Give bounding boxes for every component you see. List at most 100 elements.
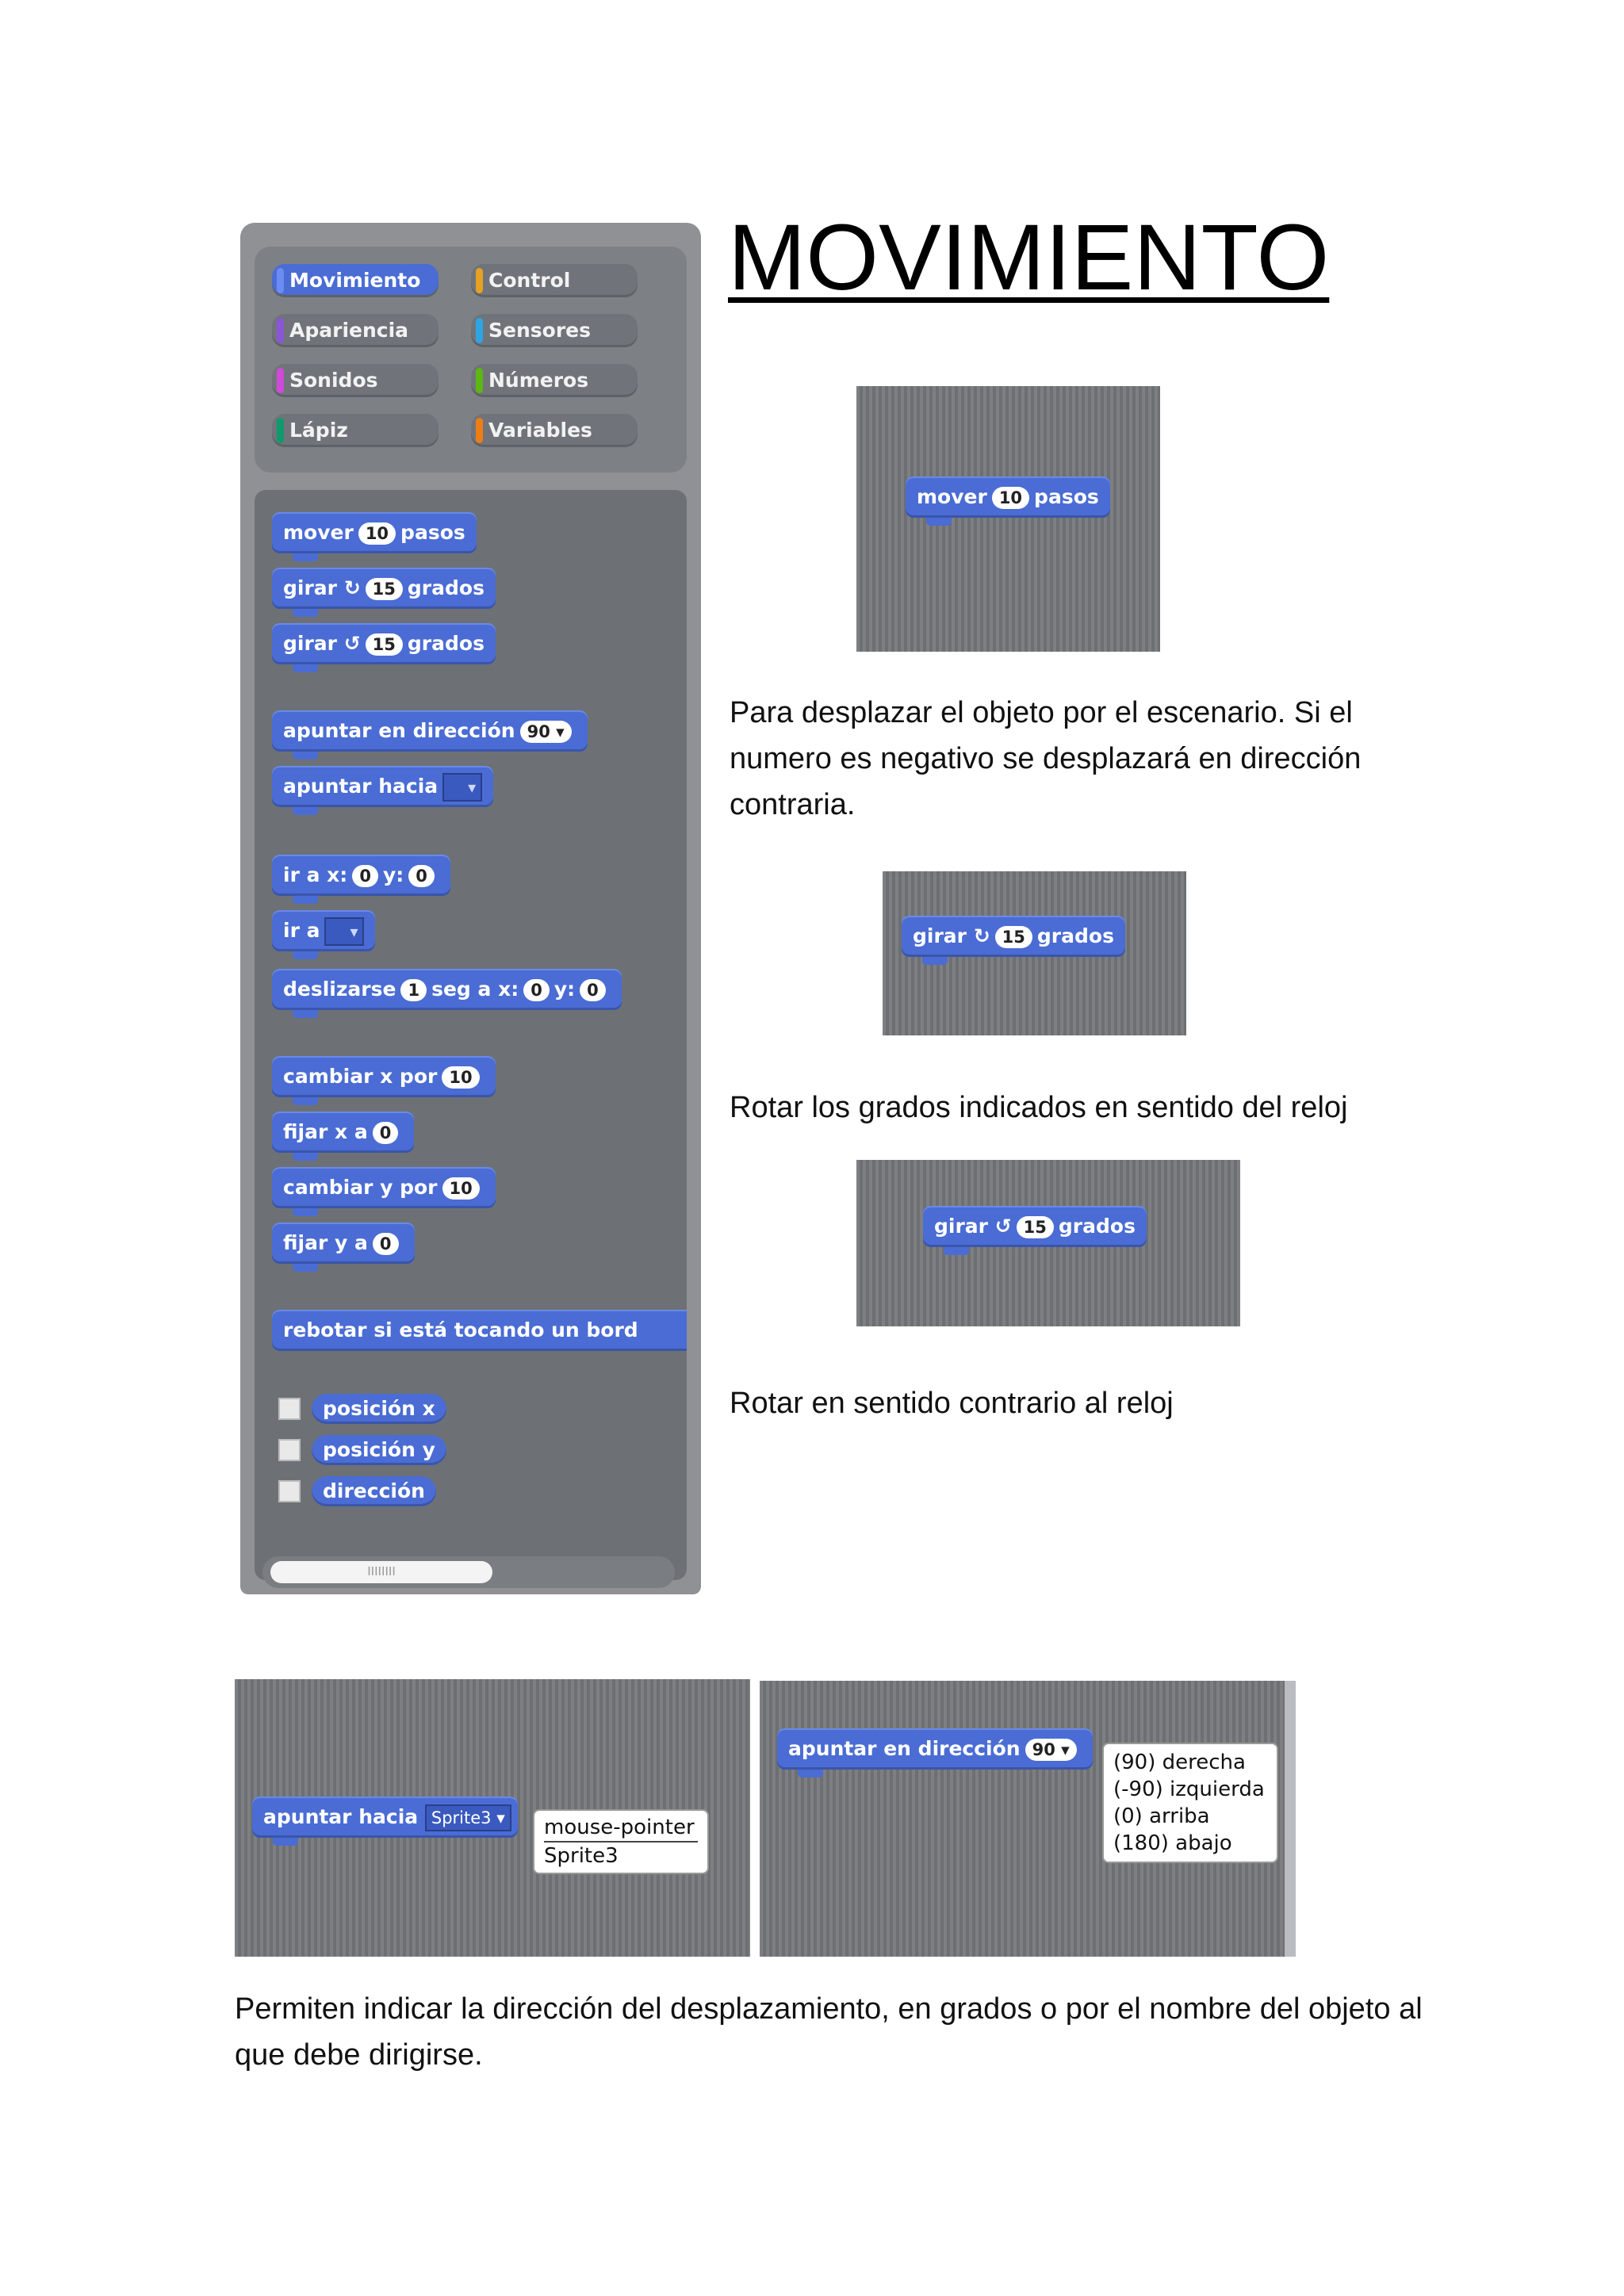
sprite-dropdown[interactable] — [442, 773, 483, 802]
checkbox-posicion-x[interactable] — [278, 1398, 301, 1420]
example-apuntar-hacia-screenshot: apuntar hacia Sprite3 ▾ mouse-pointer Sp… — [235, 1679, 750, 1957]
category-color-swatch — [277, 418, 284, 443]
block-text: grados — [1036, 924, 1114, 947]
menu-item-mouse-pointer[interactable]: mouse-pointer — [544, 1814, 698, 1843]
block-ir-a[interactable]: ir a — [272, 910, 376, 959]
number-input[interactable]: 10 — [442, 1066, 480, 1089]
block-text: pasos — [400, 521, 465, 544]
category-control[interactable]: Control — [471, 264, 638, 297]
category-label: Números — [488, 369, 589, 392]
category-color-swatch — [476, 418, 483, 443]
sprite-dropdown[interactable]: Sprite3 ▾ — [424, 1804, 511, 1831]
rotate-counterclockwise-icon: ↺ — [343, 632, 361, 655]
category-color-swatch — [476, 368, 483, 393]
number-input[interactable]: 0 — [523, 979, 550, 1001]
rotate-clockwise-icon: ↻ — [343, 576, 361, 599]
category-color-swatch — [476, 318, 483, 343]
block-apuntar-hacia[interactable]: apuntar hacia Sprite3 ▾ — [252, 1797, 518, 1846]
number-input[interactable]: 0 — [352, 865, 378, 887]
block-text: rebotar si está tocando un bord — [283, 1318, 638, 1341]
menu-item-derecha[interactable]: (90) derecha — [1113, 1751, 1246, 1774]
sprite-dropdown-menu: mouse-pointer Sprite3 — [533, 1809, 709, 1874]
category-label: Sensores — [488, 319, 591, 342]
reporter-label: dirección — [323, 1479, 425, 1502]
block-text: apuntar hacia — [283, 775, 439, 798]
reporter-posicion-x[interactable]: posición x — [312, 1394, 446, 1424]
category-label: Variables — [488, 419, 592, 442]
reporter-label: posición y — [323, 1438, 435, 1461]
block-text: girar — [283, 632, 337, 655]
scrollbar-thumb[interactable]: IIIIIIII — [270, 1561, 492, 1583]
category-label: Sonidos — [289, 369, 378, 392]
block-text: deslizarse — [283, 978, 396, 1001]
paragraph-girar-cw: Rotar los grados indicados en sentido de… — [730, 1091, 1348, 1124]
block-text: cambiar x por — [283, 1065, 438, 1088]
number-input[interactable]: 15 — [365, 633, 403, 656]
menu-item-abajo[interactable]: (180) abajo — [1113, 1831, 1232, 1855]
number-input[interactable]: 10 — [358, 522, 396, 545]
number-input[interactable]: 10 — [442, 1177, 480, 1200]
number-input[interactable]: 15 — [994, 926, 1032, 948]
reporter-posicion-y[interactable]: posición y — [312, 1435, 446, 1465]
reporter-direccion[interactable]: dirección — [312, 1476, 436, 1506]
menu-item-izquierda[interactable]: (-90) izquierda — [1113, 1777, 1265, 1801]
category-sonidos[interactable]: Sonidos — [272, 364, 439, 397]
block-text: grados — [407, 576, 485, 599]
category-label: Apariencia — [289, 319, 409, 342]
number-input[interactable]: 0 — [408, 865, 435, 887]
direction-dropdown[interactable]: 90 ▾ — [1025, 1739, 1077, 1761]
block-rebotar[interactable]: rebotar si está tocando un bord — [272, 1310, 687, 1351]
block-text: seg a x: — [431, 978, 519, 1001]
number-input[interactable]: 10 — [991, 487, 1030, 509]
category-sensores[interactable]: Sensores — [471, 314, 638, 347]
number-input[interactable]: 0 — [580, 979, 606, 1001]
block-text: mover — [283, 521, 354, 544]
checkbox-posicion-y[interactable] — [278, 1439, 301, 1461]
category-color-swatch — [277, 368, 284, 393]
scroll-grip-icon: IIIIIIII — [367, 1565, 396, 1578]
number-input[interactable]: 0 — [372, 1122, 399, 1144]
category-numeros[interactable]: Números — [471, 364, 638, 397]
category-movimiento[interactable]: Movimiento — [272, 264, 439, 297]
horizontal-scrollbar[interactable]: IIIIIIII — [262, 1556, 675, 1588]
rotate-clockwise-icon: ↻ — [973, 924, 990, 947]
category-lapiz[interactable]: Lápiz — [272, 414, 439, 447]
checkbox-direccion[interactable] — [278, 1480, 301, 1502]
category-color-swatch — [476, 268, 483, 293]
category-apariencia[interactable]: Apariencia — [272, 314, 439, 347]
number-input[interactable]: 15 — [365, 578, 403, 600]
category-variables[interactable]: Variables — [471, 414, 638, 447]
paragraph-direccion: Permiten indicar la dirección del despla… — [235, 1992, 1423, 2072]
block-text: y: — [553, 978, 576, 1001]
direction-dropdown[interactable]: 90 ▾ — [519, 721, 572, 743]
number-input[interactable]: 1 — [400, 979, 427, 1001]
target-dropdown[interactable] — [324, 917, 365, 946]
paragraph-girar-ccw: Rotar en sentido contrario al reloj — [730, 1387, 1174, 1420]
number-input[interactable]: 0 — [372, 1233, 399, 1255]
menu-item-arriba[interactable]: (0) arriba — [1113, 1804, 1210, 1828]
category-label: Control — [488, 269, 571, 292]
block-text: girar — [913, 924, 967, 947]
block-apuntar-hacia[interactable]: apuntar hacia — [272, 766, 494, 815]
menu-item-sprite3[interactable]: Sprite3 — [544, 1844, 619, 1868]
category-color-swatch — [277, 268, 284, 293]
block-text: grados — [407, 632, 485, 655]
number-input[interactable]: 15 — [1016, 1216, 1054, 1238]
